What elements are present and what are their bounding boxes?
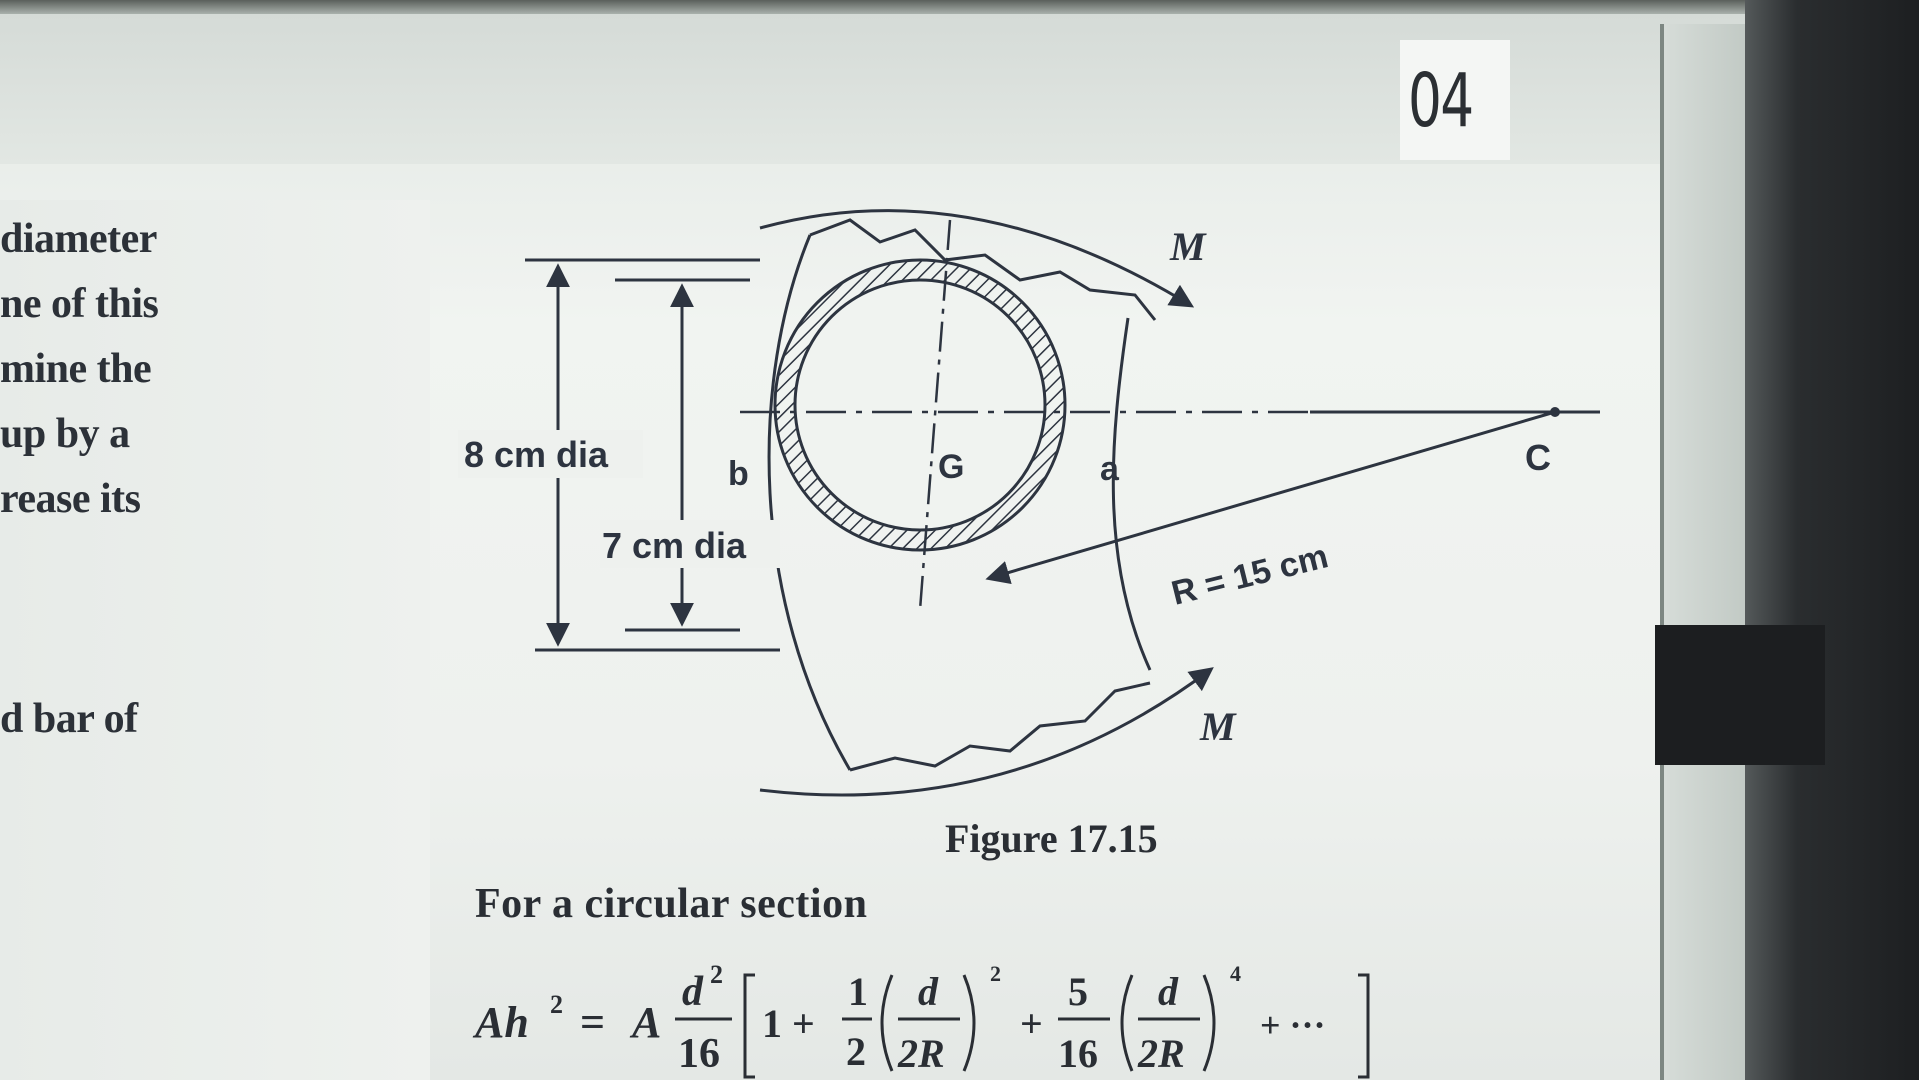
inner-dia-label-bg [600, 520, 780, 568]
dark-tab [1655, 625, 1825, 765]
vertical-centre-line [918, 219, 952, 611]
inner1-denominator: 2R [897, 1031, 945, 1076]
left-bracket [743, 973, 755, 1079]
frac1-numerator: d [682, 969, 704, 1015]
bar-top-break [809, 218, 1157, 321]
frac3-denominator: 16 [1058, 1031, 1098, 1076]
left-column-band [0, 200, 430, 1080]
formula-power-1: 2 [990, 961, 1001, 986]
point-c-label: C [1525, 437, 1551, 478]
page-number-box [1400, 40, 1510, 160]
paren-open-1 [880, 974, 894, 1072]
formula-power-2: 4 [1230, 961, 1241, 986]
page-top-edge [0, 0, 1919, 14]
dark-background-edge [1745, 0, 1919, 1080]
frac1-denominator: 16 [678, 1031, 720, 1077]
radius-label: R = 15 cm [1168, 537, 1332, 613]
formula-a: A [629, 998, 661, 1047]
outer-dia-label-bg [458, 430, 643, 478]
section-title: For a circular section [475, 881, 868, 927]
paren-open-2 [1120, 974, 1134, 1072]
figure-caption: Figure 17.15 [945, 816, 1158, 861]
paren-close-1 [962, 974, 976, 1072]
section-formula: Ah 2 = A d 2 16 1 + 1 2 d 2R 2 + 5 16 d [472, 960, 1370, 1079]
inner-dia-label: 7 cm dia [602, 525, 747, 566]
moment-arc-bottom [759, 667, 1214, 797]
inner2-numerator: d [1158, 969, 1179, 1014]
page-right-border [1660, 24, 1664, 1080]
frac2-numerator: 1 [848, 969, 868, 1014]
point-b-label: b [728, 455, 749, 493]
side-text-line-5: rease its [0, 476, 141, 522]
frac3-numerator: 5 [1068, 969, 1088, 1014]
inner-circle-section [793, 278, 1047, 532]
paren-close-2 [1202, 974, 1216, 1072]
side-text-line-4: up by a [0, 411, 130, 457]
moment-label-bottom: M [1199, 704, 1237, 749]
moment-arc-top [759, 209, 1195, 308]
radius-line [985, 410, 1556, 585]
formula-equals: = [580, 998, 605, 1047]
bar-inner-edge [767, 234, 852, 771]
formula-one-plus: 1 + [762, 1001, 815, 1046]
bar-bottom-break [849, 681, 1151, 772]
side-text-line-6: d bar of [0, 696, 138, 742]
side-text-line-2: ne of this [0, 281, 159, 327]
formula-plus-2: + [1020, 1001, 1043, 1046]
formula-lhs-exp: 2 [550, 990, 563, 1019]
right-margin [1664, 24, 1745, 1080]
bar-outer-edge [1111, 317, 1152, 671]
inner1-numerator: d [918, 969, 939, 1014]
formula-lhs: Ah [472, 998, 529, 1047]
point-a-label: a [1100, 450, 1120, 488]
curved-bar-figure: M M 8 cm dia 7 cm dia b a G C R = 15 cm [458, 209, 1600, 797]
inner2-denominator: 2R [1137, 1031, 1185, 1076]
side-text-line-3: mine the [0, 346, 152, 392]
side-text-line-1: diameter [0, 216, 157, 262]
formula-tail: + ··· [1260, 1005, 1326, 1045]
right-bracket [1358, 973, 1370, 1079]
centre-point [1550, 407, 1560, 417]
point-g-label: G [938, 448, 964, 486]
outer-dia-label: 8 cm dia [464, 434, 609, 475]
moment-label-top: M [1169, 224, 1207, 269]
page-number: 04 [1408, 58, 1474, 144]
frac1-numerator-exp: 2 [710, 960, 723, 989]
frac2-denominator: 2 [846, 1029, 866, 1074]
